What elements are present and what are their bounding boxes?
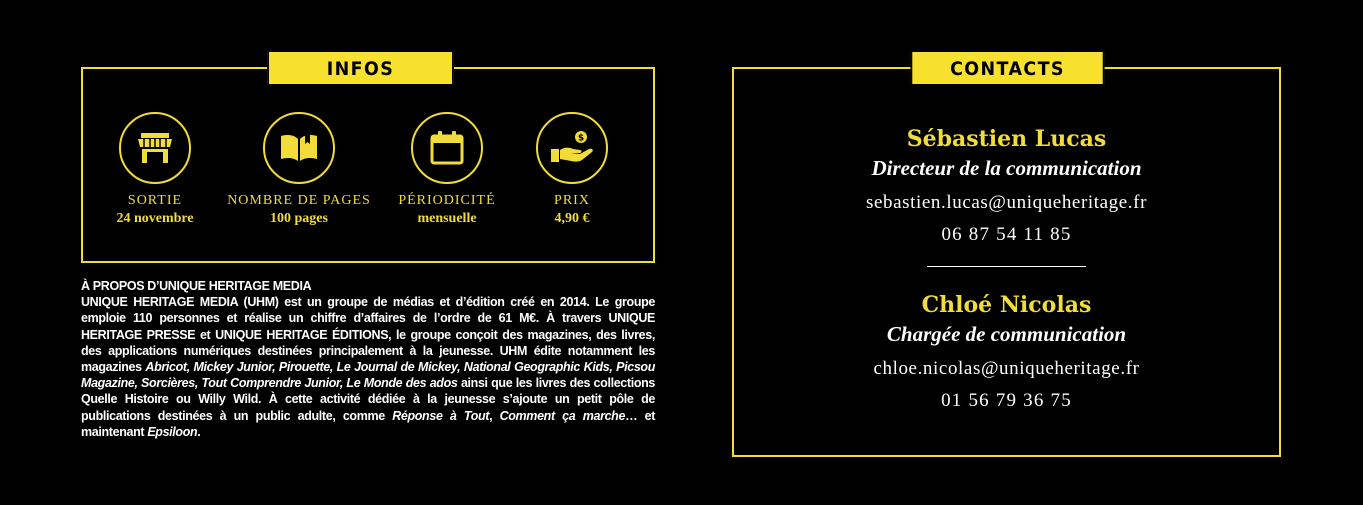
info-label: PÉRIODICITÉ xyxy=(398,193,496,208)
info-periodicite: PÉRIODICITÉ mensuelle xyxy=(367,112,527,227)
about-p3: … et maintenant xyxy=(81,408,656,439)
book-icon xyxy=(281,135,317,161)
about-magazines: Abricot, Mickey Junior, Pirouette, Le Jo… xyxy=(81,360,655,391)
info-prix: $ PRIX 4,90 € xyxy=(492,112,652,227)
info-sortie: SORTIE 24 novembre xyxy=(75,112,235,227)
shop-icon xyxy=(138,133,172,163)
contacts-divider xyxy=(927,266,1086,267)
svg-text:$: $ xyxy=(578,134,584,144)
contact-phone[interactable]: 01 56 79 36 75 xyxy=(941,390,1072,411)
info-value: 24 novembre xyxy=(116,211,194,226)
about-title: À PROPOS D’UNIQUE HERITAGE MEDIA xyxy=(81,279,312,293)
info-label: PRIX xyxy=(554,193,590,208)
price-hand-icon: $ xyxy=(551,131,593,162)
contact-name: Chloé Nicolas xyxy=(921,292,1092,318)
contact-phone[interactable]: 06 87 54 11 85 xyxy=(941,224,1072,245)
about-adult-2: Comment ça marche xyxy=(499,408,626,423)
infos-title: INFOS PRATIQUES xyxy=(267,50,454,114)
info-pages: NOMBRE DE PAGES 100 pages xyxy=(219,112,379,227)
shop-icon-circle xyxy=(119,112,191,184)
calendar-icon-circle xyxy=(411,112,483,184)
about-text: À PROPOS D’UNIQUE HERITAGE MEDIA UNIQUE … xyxy=(81,278,655,440)
about-p1: UNIQUE HERITAGE MEDIA (UHM) est un group… xyxy=(81,295,655,375)
contact-role: Chargée de communication xyxy=(886,322,1127,346)
calendar-icon xyxy=(430,131,464,165)
contact-email-link[interactable]: sebastien.lucas@uniqueheritage.fr xyxy=(865,192,1148,213)
info-value: 100 pages xyxy=(270,211,328,226)
book-icon-circle xyxy=(263,112,335,184)
contact-card: Chloé Nicolas Chargée de communication c… xyxy=(734,290,1279,414)
info-label: SORTIE xyxy=(127,193,183,208)
info-value: 4,90 € xyxy=(554,211,590,226)
about-p2: ainsi que les livres des collections Que… xyxy=(81,376,656,423)
about-end: . xyxy=(197,424,201,439)
contacts-title: CONTACTS PRESSE xyxy=(910,50,1105,114)
price-hand-icon-circle: $ xyxy=(536,112,608,184)
about-sep: , xyxy=(489,408,500,423)
contact-email-link[interactable]: chloe.nicolas@uniqueheritage.fr xyxy=(873,358,1140,379)
contact-role: Directeur de la communication xyxy=(871,156,1142,180)
contact-card: Sébastien Lucas Directeur de la communic… xyxy=(734,124,1279,248)
info-value: mensuelle xyxy=(417,211,477,226)
about-adult-1: Réponse à Tout xyxy=(392,408,490,423)
contact-name: Sébastien Lucas xyxy=(906,126,1107,152)
about-adult-3: Epsiloon xyxy=(147,424,198,439)
info-label: NOMBRE DE PAGES xyxy=(227,193,371,208)
